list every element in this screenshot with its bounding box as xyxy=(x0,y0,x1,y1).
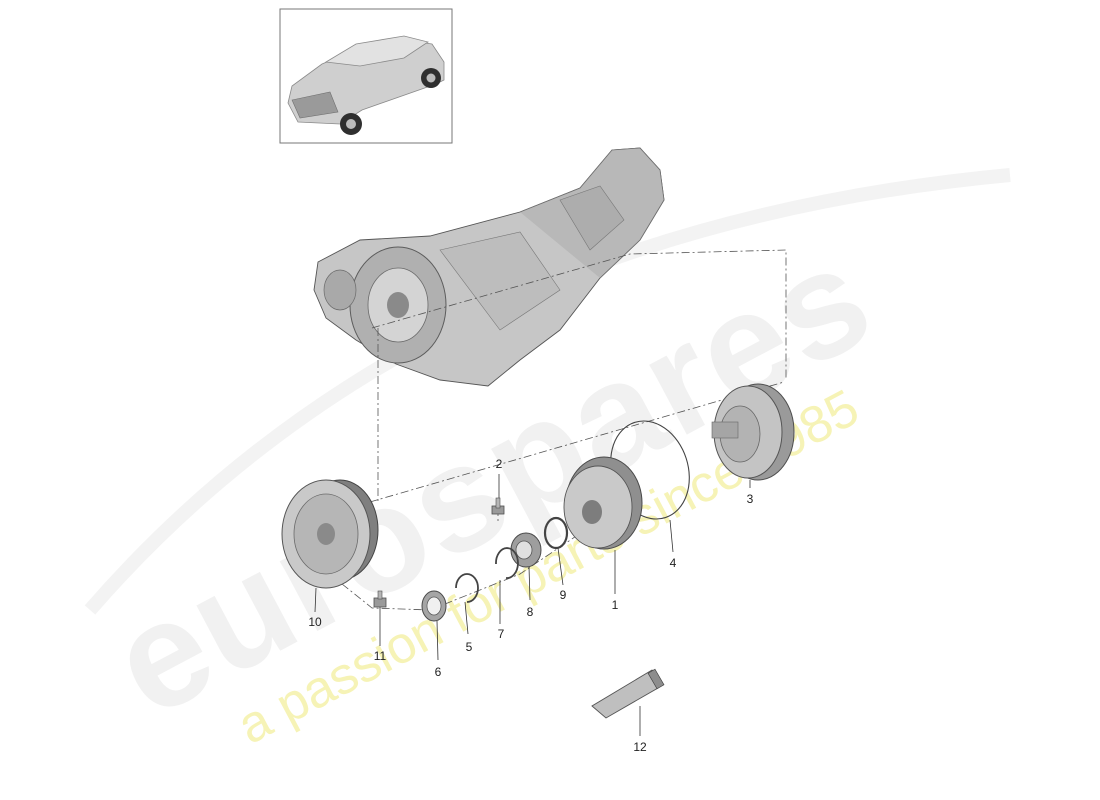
callout-4[interactable]: 4 xyxy=(670,556,677,570)
callout-6[interactable]: 6 xyxy=(435,665,442,679)
vehicle-thumbnail xyxy=(279,8,453,144)
part-12-tube xyxy=(591,668,665,719)
part-10-torque-converter xyxy=(281,479,379,589)
callout-1[interactable]: 1 xyxy=(612,598,619,612)
part-2-bolt xyxy=(491,497,505,515)
part-1-pump-housing xyxy=(563,456,643,550)
callout-3[interactable]: 3 xyxy=(747,492,754,506)
callout-labels: 1 2 3 4 5 6 7 8 9 10 11 12 xyxy=(308,457,753,754)
callout-9[interactable]: 9 xyxy=(560,588,567,602)
car-illustration xyxy=(287,35,445,135)
callout-11[interactable]: 11 xyxy=(374,649,387,663)
part-5-circlip xyxy=(455,573,479,603)
part-8-bearing xyxy=(510,532,542,568)
callout-5[interactable]: 5 xyxy=(466,640,473,654)
part-9-ring xyxy=(543,516,569,550)
part-7-circlip xyxy=(495,547,519,579)
part-3-drum xyxy=(711,383,795,481)
callout-10[interactable]: 10 xyxy=(308,615,322,629)
callout-8[interactable]: 8 xyxy=(527,605,534,619)
leader-lines xyxy=(314,474,751,736)
callout-12[interactable]: 12 xyxy=(633,740,647,754)
part-6-seal xyxy=(421,590,447,622)
transmission-assembly xyxy=(313,147,665,387)
callout-2[interactable]: 2 xyxy=(496,457,503,471)
callout-7[interactable]: 7 xyxy=(498,627,505,641)
